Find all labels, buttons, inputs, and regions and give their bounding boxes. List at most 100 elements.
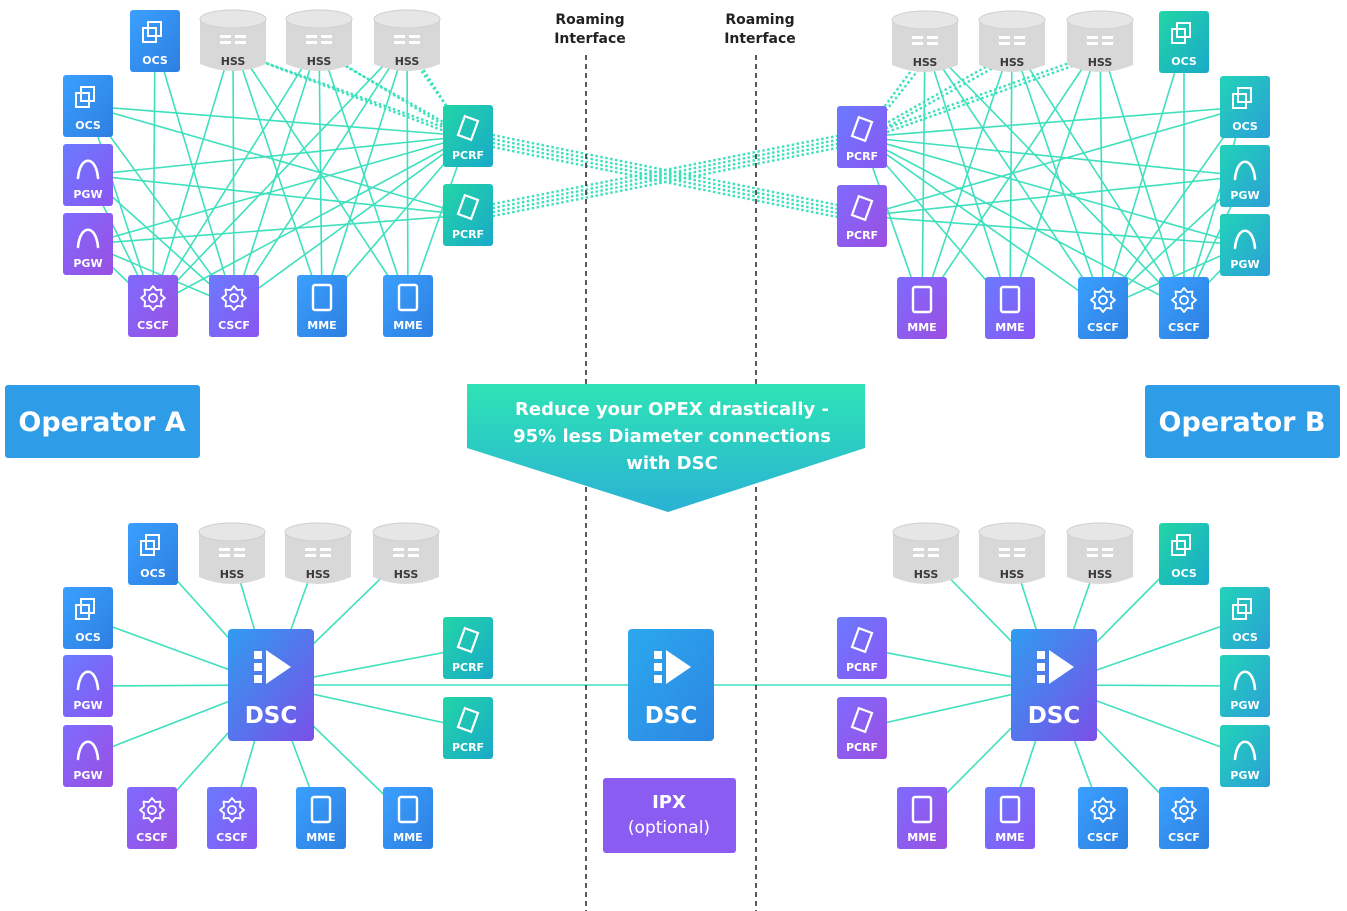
pcrf-card-shape (456, 114, 480, 142)
bottom-a-pcrf-node-2[interactable]: PCRF (443, 697, 493, 759)
top-b-pcrf-node-1[interactable]: PCRF (837, 106, 887, 168)
bottom-b-cscf-node-2[interactable]: CSCF (1159, 787, 1209, 849)
tilted-card-icon (850, 194, 874, 222)
bottom-b-mme-node-1[interactable]: MME (897, 787, 947, 849)
bottom-b-pcrf-node-2[interactable]: PCRF (837, 697, 887, 759)
hss-cylinder-rim (198, 522, 266, 542)
bottom-b-ocs-node-side[interactable]: OCS (1220, 587, 1270, 649)
top-a-pgw-node-2[interactable]: PGW (63, 213, 113, 275)
top-a-hss-node-2[interactable]: HSS (285, 9, 353, 71)
bottom-b-pgw-node-2[interactable]: PGW (1220, 725, 1270, 787)
cscf-gear-hub (1098, 295, 1108, 305)
top-a-pcrf-node-1[interactable]: PCRF (443, 105, 493, 167)
top-b-ocs-node-side[interactable]: OCS (1220, 76, 1270, 138)
pcrf-label: PCRF (452, 661, 484, 674)
bottom-a-cscf-node-1[interactable]: CSCF (127, 787, 177, 849)
database-icon (394, 35, 420, 44)
bottom-b-pcrf-node-1[interactable]: PCRF (837, 617, 887, 679)
stacked-squares-icon (1171, 22, 1191, 44)
ocs-label: OCS (140, 567, 166, 580)
tilted-card-icon (456, 193, 480, 221)
mme-label: MME (995, 321, 1024, 334)
bottom-b-ocs-node-top[interactable]: OCS (1159, 523, 1209, 585)
dsc-block-top (654, 651, 662, 659)
bottom-a-pgw-node-1[interactable]: PGW (63, 655, 113, 717)
top-b-mme-node-1[interactable]: MME (897, 277, 947, 339)
mesh-connection (861, 136, 1104, 309)
bottom-b-hss-node-2[interactable]: HSS (978, 522, 1046, 584)
hss-glyph-bar (409, 41, 420, 44)
top-a-pgw-node-1[interactable]: PGW (63, 144, 113, 206)
pgw-box (63, 213, 113, 275)
pgw-arch-shape (1233, 740, 1257, 761)
bottom-a-hss-node-2[interactable]: HSS (284, 522, 352, 584)
bottom-b-hss-node-1[interactable]: HSS (892, 522, 960, 584)
hss-cylinder-body (286, 19, 352, 71)
top-a-mme-node-1[interactable]: MME (297, 275, 347, 337)
bottom-a-pcrf-node-1[interactable]: PCRF (443, 617, 493, 679)
mme-box (296, 787, 346, 849)
hss-cylinder-top (979, 11, 1045, 29)
bottom-a-ocs-node-top[interactable]: OCS (128, 523, 178, 585)
bottom-a-hss-node-3[interactable]: HSS (372, 522, 440, 584)
dsc-box (628, 629, 714, 741)
mesh-connection (152, 40, 408, 307)
bottom-b-pgw-node-1[interactable]: PGW (1220, 655, 1270, 717)
bottom-b-dsc-node[interactable]: DSC (1011, 629, 1097, 741)
pgw-arch-shape (76, 740, 100, 761)
tilted-card-icon (850, 115, 874, 143)
top-a-ocs-node-top[interactable]: OCS (130, 10, 180, 72)
roaming-dsc-node[interactable]: DSC (628, 629, 714, 741)
top-a-cscf-node-1[interactable]: CSCF (128, 275, 178, 337)
device-icon (310, 795, 332, 824)
pgw-label: PGW (1230, 189, 1259, 202)
bottom-a-mme-node-2[interactable]: MME (383, 787, 433, 849)
hss-glyph-bar (1087, 36, 1098, 39)
top-b-hss-node-3[interactable]: HSS (1066, 10, 1134, 72)
top-b-pcrf-node-2[interactable]: PCRF (837, 185, 887, 247)
top-b-pgw-node-1[interactable]: PGW (1220, 145, 1270, 207)
bottom-b-mme-node-2[interactable]: MME (985, 787, 1035, 849)
database-icon (1087, 548, 1113, 557)
hss-glyph-bar (1014, 554, 1025, 557)
top-b-mme-node-2[interactable]: MME (985, 277, 1035, 339)
hss-glyph-bar (927, 42, 938, 45)
bottom-a-pgw-node-2[interactable]: PGW (63, 725, 113, 787)
database-icon (219, 548, 245, 557)
database-icon (393, 548, 419, 557)
top-b-ocs-node-top[interactable]: OCS (1159, 11, 1209, 73)
hss-label: HSS (221, 55, 246, 68)
gear-icon (221, 285, 247, 311)
top-b-hss-node-2[interactable]: HSS (978, 10, 1046, 72)
mesh-connection (233, 40, 320, 307)
bottom-a-cscf-node-2[interactable]: CSCF (207, 787, 257, 849)
top-a-hss-node-1[interactable]: HSS (199, 9, 267, 71)
hss-glyph-bar (1014, 36, 1025, 39)
top-a-pcrf-node-2[interactable]: PCRF (443, 184, 493, 246)
bottom-b-cscf-node-1[interactable]: CSCF (1078, 787, 1128, 849)
hss-glyph-bar (234, 548, 245, 551)
bottom-a-mme-node-1[interactable]: MME (296, 787, 346, 849)
hss-glyph-bar (320, 554, 331, 557)
top-a-ocs-node-side[interactable]: OCS (63, 75, 113, 137)
hss-cylinder-body (979, 20, 1045, 72)
top-a-mme-node-2[interactable]: MME (383, 275, 433, 337)
pcrf-box (837, 106, 887, 168)
bottom-a-hss-node-1[interactable]: HSS (198, 522, 266, 584)
arch-icon (76, 159, 100, 180)
hss-cylinder-rim (1066, 522, 1134, 542)
hss-cylinder-top (286, 10, 352, 28)
top-a-hss-node-3[interactable]: HSS (373, 9, 441, 71)
top-b-cscf-node-1[interactable]: CSCF (1078, 277, 1128, 339)
top-b-hss-node-1[interactable]: HSS (891, 10, 959, 72)
bottom-a-ocs-node-side[interactable]: OCS (63, 587, 113, 649)
bottom-a-dsc-node[interactable]: DSC (228, 629, 314, 741)
top-b-pgw-node-2[interactable]: PGW (1220, 214, 1270, 276)
mme-device-shape (999, 795, 1021, 824)
top-a-cscf-node-2[interactable]: CSCF (209, 275, 259, 337)
top-b-cscf-node-2[interactable]: CSCF (1159, 277, 1209, 339)
cscf-gear-hub (148, 293, 158, 303)
hss-cylinder-body (199, 532, 265, 584)
bottom-b-hss-node-3[interactable]: HSS (1066, 522, 1134, 584)
gear-icon (219, 797, 245, 823)
